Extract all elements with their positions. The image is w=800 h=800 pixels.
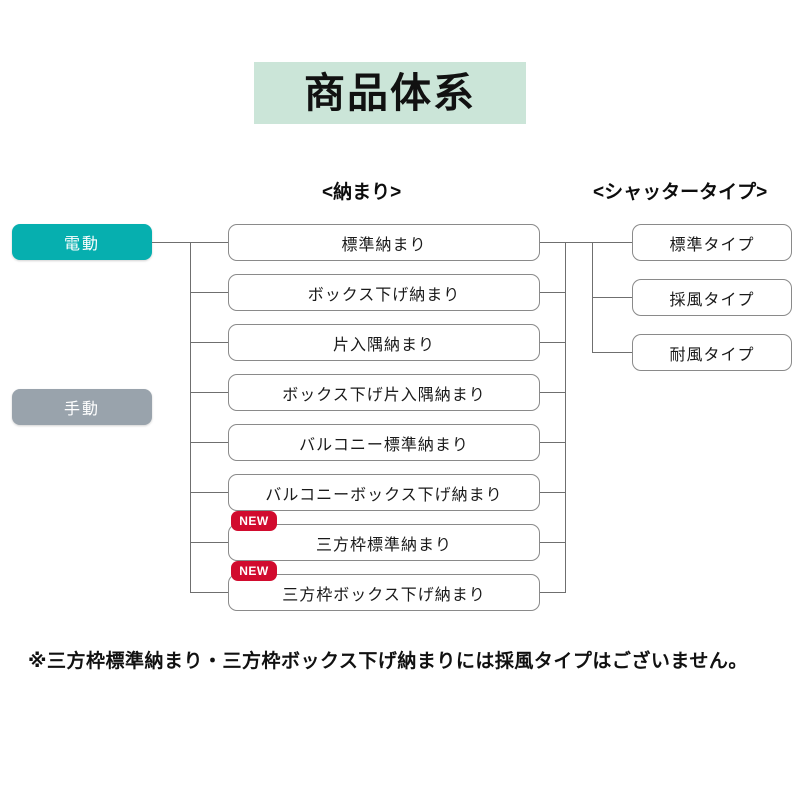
- connector-shutter-stub: [592, 242, 632, 243]
- naumari-node-6-label: バルコニーボックス下げ納まり: [265, 486, 503, 504]
- naumari-node-5[interactable]: バルコニー標準納まり: [228, 424, 540, 461]
- connector-shutter-stub: [592, 352, 632, 353]
- shutter-type-node-3[interactable]: 耐風タイプ: [632, 334, 792, 371]
- column-header-naumari: <納まり>: [322, 182, 402, 203]
- connector-node-to-collector: [540, 342, 566, 343]
- connector-collector-to-shutter-trunk: [565, 242, 592, 243]
- connector-node-to-collector: [540, 242, 566, 243]
- page-title-box: 商品体系: [254, 62, 526, 124]
- drive-type-electric-label: 電動: [63, 236, 100, 253]
- connector-trunk-stub: [190, 442, 228, 443]
- naumari-node-8[interactable]: 三方枠ボックス下げ納まり: [228, 574, 540, 611]
- connector-node-to-collector: [540, 392, 566, 393]
- connector-trunk-stub: [190, 392, 228, 393]
- naumari-node-3[interactable]: 片入隅納まり: [228, 324, 540, 361]
- connector-trunk-stub: [190, 492, 228, 493]
- naumari-node-8-label: 三方枠ボックス下げ納まり: [282, 586, 486, 604]
- naumari-node-6[interactable]: バルコニーボックス下げ納まり: [228, 474, 540, 511]
- connector-middle-trunk: [190, 242, 191, 592]
- naumari-node-1[interactable]: 標準納まり: [228, 224, 540, 261]
- connector-trunk-stub: [190, 242, 228, 243]
- connector-trunk-stub: [190, 292, 228, 293]
- drive-type-manual[interactable]: 手動: [12, 389, 152, 425]
- naumari-node-4-label: ボックス下げ片入隅納まり: [282, 386, 486, 404]
- new-badge-node-7: NEW: [231, 511, 277, 531]
- naumari-node-5-label: バルコニー標準納まり: [299, 436, 469, 454]
- naumari-node-7-label: 三方枠標準納まり: [315, 536, 452, 554]
- naumari-node-4[interactable]: ボックス下げ片入隅納まり: [228, 374, 540, 411]
- connector-node-to-collector: [540, 592, 566, 593]
- shutter-type-node-2[interactable]: 採風タイプ: [632, 279, 792, 316]
- page-title: 商品体系: [304, 69, 476, 116]
- column-header-shutter-type: <シャッタータイプ>: [593, 182, 768, 203]
- drive-type-manual-label: 手動: [63, 401, 100, 418]
- connector-node-to-collector: [540, 442, 566, 443]
- connector-node-to-collector: [540, 542, 566, 543]
- naumari-node-1-label: 標準納まり: [341, 236, 427, 254]
- shutter-type-node-1[interactable]: 標準タイプ: [632, 224, 792, 261]
- connector-trunk-stub: [190, 342, 228, 343]
- connector-collector-line: [565, 242, 566, 592]
- connector-electric-to-trunk: [152, 242, 190, 243]
- footnote: ※三方枠標準納まり・三方枠ボックス下げ納まりには採風タイプはございません。: [28, 651, 748, 672]
- naumari-node-7[interactable]: 三方枠標準納まり: [228, 524, 540, 561]
- connector-trunk-stub: [190, 592, 228, 593]
- naumari-node-2-label: ボックス下げ納まり: [307, 286, 461, 304]
- connector-node-to-collector: [540, 492, 566, 493]
- naumari-node-3-label: 片入隅納まり: [332, 336, 435, 354]
- connector-shutter-stub: [592, 297, 632, 298]
- shutter-type-node-3-label: 耐風タイプ: [669, 346, 755, 364]
- connector-node-to-collector: [540, 292, 566, 293]
- naumari-node-2[interactable]: ボックス下げ納まり: [228, 274, 540, 311]
- shutter-type-node-2-label: 採風タイプ: [669, 291, 755, 309]
- drive-type-electric[interactable]: 電動: [12, 224, 152, 260]
- new-badge-node-8: NEW: [231, 561, 277, 581]
- connector-trunk-stub: [190, 542, 228, 543]
- shutter-type-node-1-label: 標準タイプ: [669, 236, 755, 254]
